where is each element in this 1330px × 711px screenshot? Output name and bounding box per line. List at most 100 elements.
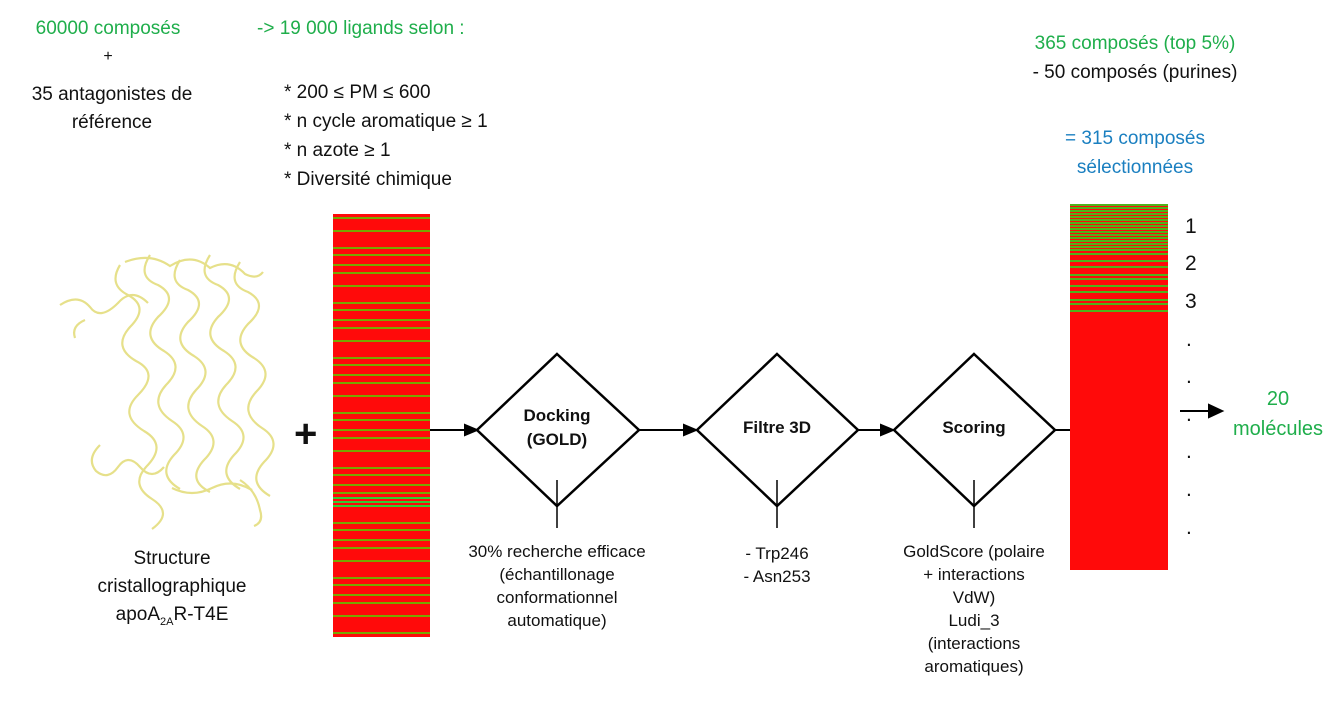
scoring-notes: GoldScore (polaire + interactions VdW) L…: [874, 540, 1074, 678]
bar-stripe: [1070, 225, 1168, 227]
criterion-mw: * 200 ≤ PM ≤ 600: [284, 82, 431, 103]
ligand-library-bar: [333, 214, 430, 637]
final-count: 20: [1266, 388, 1290, 410]
bar-stripe: [333, 247, 430, 249]
reference-line1: 35 antagonistes de: [31, 84, 193, 105]
bar-stripe: [1070, 266, 1168, 268]
bar-stripe: [1070, 260, 1168, 262]
bar-stripe: [333, 615, 430, 617]
criterion-aromatic: * n cycle aromatique ≥ 1: [284, 111, 488, 132]
bar-stripe: [333, 497, 430, 499]
bar-stripe: [333, 285, 430, 287]
bar-stripe: [333, 302, 430, 304]
docking-note: (échantillonage: [499, 565, 615, 584]
bar-stripe: [333, 602, 430, 604]
reference-line2: référence: [71, 112, 153, 133]
bar-stripe: [333, 539, 430, 541]
bar-stripe: [1070, 291, 1168, 293]
final-label: molécules: [1232, 418, 1324, 440]
rank-dot: .: [1186, 516, 1192, 539]
output-selected-line2: sélectionnées: [1076, 157, 1194, 178]
scoring-note: (interactions: [927, 634, 1021, 653]
bar-stripe: [1070, 213, 1168, 215]
filter-criteria: * 200 ≤ PM ≤ 600 * n cycle aromatique ≥ …: [284, 82, 488, 198]
structure-prefix: apoA: [115, 604, 160, 625]
bar-stripe: [333, 632, 430, 634]
bar-stripe: [333, 547, 430, 549]
plus-sign: +: [294, 412, 318, 456]
bar-stripe: [1070, 222, 1168, 224]
bar-stripe: [333, 327, 430, 329]
scoring-note: + interactions: [923, 565, 1025, 584]
bar-stripe: [1070, 249, 1168, 251]
rank-dot: .: [1186, 365, 1192, 388]
bar-stripe: [333, 374, 430, 376]
bar-stripe: [1070, 243, 1168, 245]
bar-stripe: [333, 484, 430, 486]
docking-note: 30% recherche efficace: [468, 542, 646, 561]
rank-dot: .: [1186, 440, 1192, 463]
input-compounds: 60000 composés: [35, 18, 181, 39]
note-connectors: [556, 480, 975, 528]
bar-stripe: [1070, 310, 1168, 312]
docking-label-line2: (GOLD): [526, 430, 588, 449]
bar-stripe: [333, 357, 430, 359]
bar-stripe: [1070, 299, 1168, 301]
rank-dot: .: [1186, 328, 1192, 351]
scoring-note: VdW): [952, 588, 996, 607]
bar-stripe: [1070, 216, 1168, 218]
structure-line1: Structure: [133, 548, 211, 569]
structure-line2: cristallographique: [97, 576, 247, 597]
bar-stripe: [333, 474, 430, 476]
docking-label: Docking (GOLD): [507, 404, 607, 452]
filter3d-note: - Asn253: [743, 567, 811, 586]
bar-stripe: [1070, 285, 1168, 287]
bar-stripe: [333, 340, 430, 342]
bar-stripe: [333, 419, 430, 421]
filter3d-notes: - Trp246 - Asn253: [717, 542, 837, 588]
bar-stripe: [333, 217, 430, 219]
bar-stripe: [333, 450, 430, 452]
input-plus: +: [103, 48, 113, 65]
output-selected-line1: = 315 composés: [1065, 128, 1205, 149]
bar-stripe: [333, 395, 430, 397]
bar-stripe: [1070, 278, 1168, 280]
bar-stripe: [333, 577, 430, 579]
structure-line3: apoA2AR-T4E: [72, 604, 272, 633]
rank-label: 2: [1185, 252, 1197, 275]
bar-stripe: [333, 467, 430, 469]
bar-stripe: [333, 505, 430, 507]
output-minus-line: - 50 composés (purines): [1032, 62, 1238, 83]
scoring-note: GoldScore (polaire: [903, 542, 1045, 561]
bar-stripe: [333, 254, 430, 256]
bar-stripe: [1070, 210, 1168, 212]
bar-stripe: [333, 382, 430, 384]
bar-stripe: [333, 594, 430, 596]
rank-dot: .: [1186, 403, 1192, 426]
criterion-diversity: * Diversité chimique: [284, 169, 452, 190]
docking-note: automatique): [507, 611, 607, 630]
output-top-line: 365 composés (top 5%): [1034, 33, 1236, 54]
flow-arrows: [425, 403, 1225, 437]
bar-stripe: [333, 230, 430, 232]
filter3d-label: Filtre 3D: [742, 418, 812, 437]
bar-stripe: [333, 584, 430, 586]
bar-stripe: [1070, 204, 1168, 206]
scoring-note: aromatiques): [924, 657, 1024, 676]
bar-stripe: [333, 264, 430, 266]
bar-stripe: [1070, 207, 1168, 209]
bar-stripe: [1070, 237, 1168, 239]
protein-structure-image: [59, 254, 275, 530]
docking-note: conformationnel: [496, 588, 618, 607]
rank-dot: .: [1186, 478, 1192, 501]
bar-stripe: [1070, 231, 1168, 233]
structure-subscript: 2A: [160, 615, 174, 628]
scoring-label: Scoring: [942, 418, 1006, 437]
bar-stripe: [1070, 274, 1168, 276]
rank-label: 1: [1185, 215, 1197, 238]
scoring-note: Ludi_3: [948, 611, 1000, 630]
bar-stripe: [1070, 240, 1168, 242]
docking-notes: 30% recherche efficace (échantillonage c…: [432, 540, 682, 632]
rank-label: 3: [1185, 290, 1197, 313]
